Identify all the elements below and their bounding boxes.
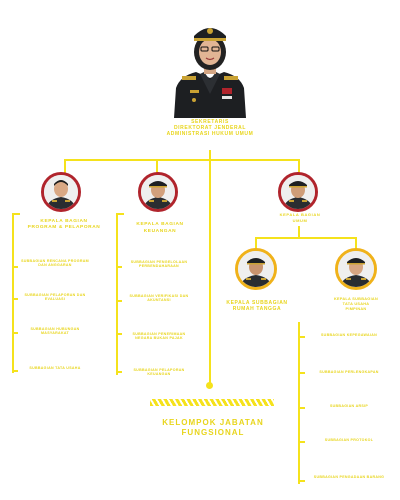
subunit2-item-2: SUBBAGIAN PERLENGKAPAN: [319, 370, 379, 374]
top-title-line3: ADMINISTRASI HUKUM UMUM: [166, 131, 254, 137]
subunit2-title-line1: KEPALA SUBBAGIAN: [333, 297, 379, 301]
subunit-horizontal: [255, 237, 357, 239]
unit1-item-3: SUBBAGIAN HUBUNGAN MASYARAKAT: [30, 327, 80, 336]
bottom-dot: [206, 382, 213, 389]
subunit2-item-3: SUBBAGIAN ARSIP: [329, 404, 369, 408]
subunit2-tick-a: [298, 336, 305, 338]
unit2-tick-b: [116, 300, 122, 302]
unit2-bracket: [116, 213, 118, 375]
top-person-photo: [170, 14, 250, 118]
unit1-item-2: SUBBAGIAN PELAPORAN DAN EVALUASI: [24, 293, 86, 302]
subunit2-item-5: SUBBAGIAN PENGADAAN BARANG: [313, 475, 385, 479]
drop-line-3: [298, 159, 300, 174]
subunit2-title-line2: TATA USAHA: [342, 302, 370, 306]
subunit2-tick-e: [298, 480, 305, 482]
unit1-bracket: [12, 213, 14, 373]
main-horizontal-line: [64, 159, 300, 161]
unit1-tick-c: [12, 332, 18, 334]
unit3-title-line1: KEPALA BAGIAN: [279, 212, 321, 217]
top-vertical-line: [209, 150, 211, 384]
unit2-tick-a: [116, 266, 122, 268]
unit2-item-1: SUBBAGIAN PENGELOLAAN PERBENDAHARAAN: [130, 260, 188, 269]
unit2-tick-top: [116, 213, 124, 215]
unit3-avatar: [278, 172, 318, 212]
subunit2-tick-c: [298, 407, 305, 409]
subunit-drop-2: [355, 237, 357, 249]
unit1-title-line2: PROGRAM & PELAPORAN: [27, 225, 101, 230]
unit3-drop: [298, 226, 300, 238]
unit2-avatar: [138, 172, 178, 212]
subunit1-avatar: [235, 248, 277, 290]
subunit2-bracket: [298, 322, 300, 484]
unit1-tick-top: [12, 213, 20, 215]
subunit2-tick-b: [298, 372, 305, 374]
footer-line1: KELOMPOK JABATAN: [162, 418, 264, 427]
unit1-tick-b: [12, 298, 18, 300]
subunit2-item-4: SUBBAGIAN PROTOKOL: [324, 438, 374, 442]
subunit2-item-1: SUBBAGIAN KEPEGAWAIAN: [320, 333, 378, 337]
drop-line-2: [156, 159, 158, 174]
unit3-title-line2: UMUM: [292, 218, 308, 223]
drop-line-1: [64, 159, 66, 174]
unit2-item-4: SUBBAGIAN PELAPORAN KEUANGAN: [133, 368, 185, 377]
subunit2-title-line3: PIMPINAN: [345, 307, 367, 311]
subunit1-title-line1: KEPALA SUBBAGIAN: [226, 300, 288, 306]
unit1-tick-a: [12, 266, 18, 268]
unit2-tick-c: [116, 333, 122, 335]
unit2-tick-d: [116, 371, 122, 373]
subunit1-title-line2: RUMAH TANGGA: [232, 306, 282, 312]
unit2-title-line1: KEPALA BAGIAN: [136, 222, 184, 227]
unit1-avatar: [41, 172, 81, 212]
top-title-line2: DIREKTORAT JENDERAL: [173, 125, 247, 131]
unit1-item-4: SUBBAGIAN TATA USAHA: [29, 366, 81, 370]
unit2-item-3: SUBBAGIAN PENERIMAAN NEGARA BUKAN PAJAK: [132, 332, 186, 341]
subunit-drop-1: [255, 237, 257, 249]
footer-hatch-bar: [150, 399, 274, 406]
unit2-item-2: SUBBAGIAN VERIFIKASI DAN AKUNTANSI: [129, 294, 189, 303]
unit1-item-1: SUBBAGIAN RENCANA PROGRAM DAN ANGGARAN: [21, 259, 89, 268]
unit2-title-line2: KEUANGAN: [143, 229, 177, 234]
subunit2-tick-d: [298, 441, 305, 443]
unit1-tick-d: [12, 370, 18, 372]
unit1-title-line1: KEPALA BAGIAN: [40, 219, 88, 224]
top-title-line1: SEKRETARIS: [191, 119, 229, 125]
footer-line2: FUNGSIONAL: [181, 428, 245, 437]
subunit2-avatar: [335, 248, 377, 290]
